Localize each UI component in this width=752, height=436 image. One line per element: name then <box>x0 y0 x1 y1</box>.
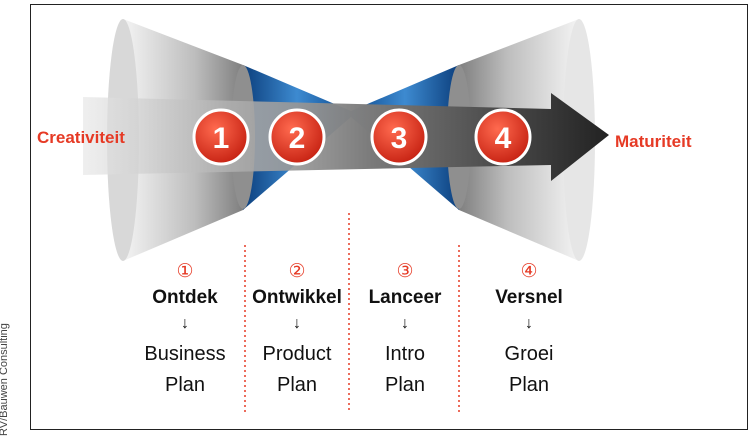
end-label: Maturiteit <box>615 132 692 151</box>
step-4-plan-line1: Groei <box>504 343 554 365</box>
marker-1: 1 <box>192 108 250 166</box>
step-1-name: Ontdek <box>152 287 218 308</box>
step-versnel: ④ Versnel ↓ Groei Plan <box>469 260 589 401</box>
step-ontwikkel: ② Ontwikkel ↓ Product Plan <box>237 260 357 401</box>
step-4-name: Versnel <box>495 287 563 308</box>
step-3-plan-line1: Intro <box>384 343 426 365</box>
step-2-plan-line1: Product <box>262 343 332 365</box>
marker-3-text: 3 <box>391 122 408 155</box>
marker-4-text: 4 <box>495 122 512 155</box>
diagram-frame: 1 2 3 4 Creativiteit Maturiteit ① Ontdek… <box>30 4 748 430</box>
step-1-plan-line2: Plan <box>164 374 206 396</box>
step-4-marker: ④ <box>520 261 538 282</box>
step-4-plan-line2: Plan <box>508 374 550 396</box>
step-4-plan: Groei Plan <box>469 339 589 401</box>
marker-2-text: 2 <box>289 122 306 155</box>
marker-2: 2 <box>268 108 326 166</box>
start-label: Creativiteit <box>37 128 125 147</box>
step-3-plan: Intro Plan <box>345 339 465 401</box>
step-2-marker: ② <box>288 261 306 282</box>
step-4-arrow: ↓ <box>525 315 533 332</box>
marker-1-text: 1 <box>213 122 230 155</box>
step-1-arrow: ↓ <box>181 315 189 332</box>
step-1-plan: Business Plan <box>125 339 245 401</box>
credit-text: RV/Bauwen Consulting <box>0 323 10 436</box>
step-1-plan-line1: Business <box>144 343 226 365</box>
step-ontdek: ① Ontdek ↓ Business Plan <box>125 260 245 401</box>
step-3-marker: ③ <box>396 261 414 282</box>
funnel-diagram: 1 2 3 4 Creativiteit Maturiteit <box>37 19 692 413</box>
step-1-marker: ① <box>176 261 194 282</box>
credit-label: RV/Bauwen Consulting <box>0 300 12 436</box>
marker-4: 4 <box>474 108 532 166</box>
step-3-arrow: ↓ <box>401 315 409 332</box>
step-2-plan-line2: Plan <box>276 374 318 396</box>
step-2-plan: Product Plan <box>237 339 357 401</box>
marker-3: 3 <box>370 108 428 166</box>
step-3-plan-line2: Plan <box>384 374 426 396</box>
step-2-name: Ontwikkel <box>252 287 342 308</box>
step-lanceer: ③ Lanceer ↓ Intro Plan <box>345 260 465 401</box>
step-2-arrow: ↓ <box>293 315 301 332</box>
step-3-name: Lanceer <box>368 287 442 308</box>
